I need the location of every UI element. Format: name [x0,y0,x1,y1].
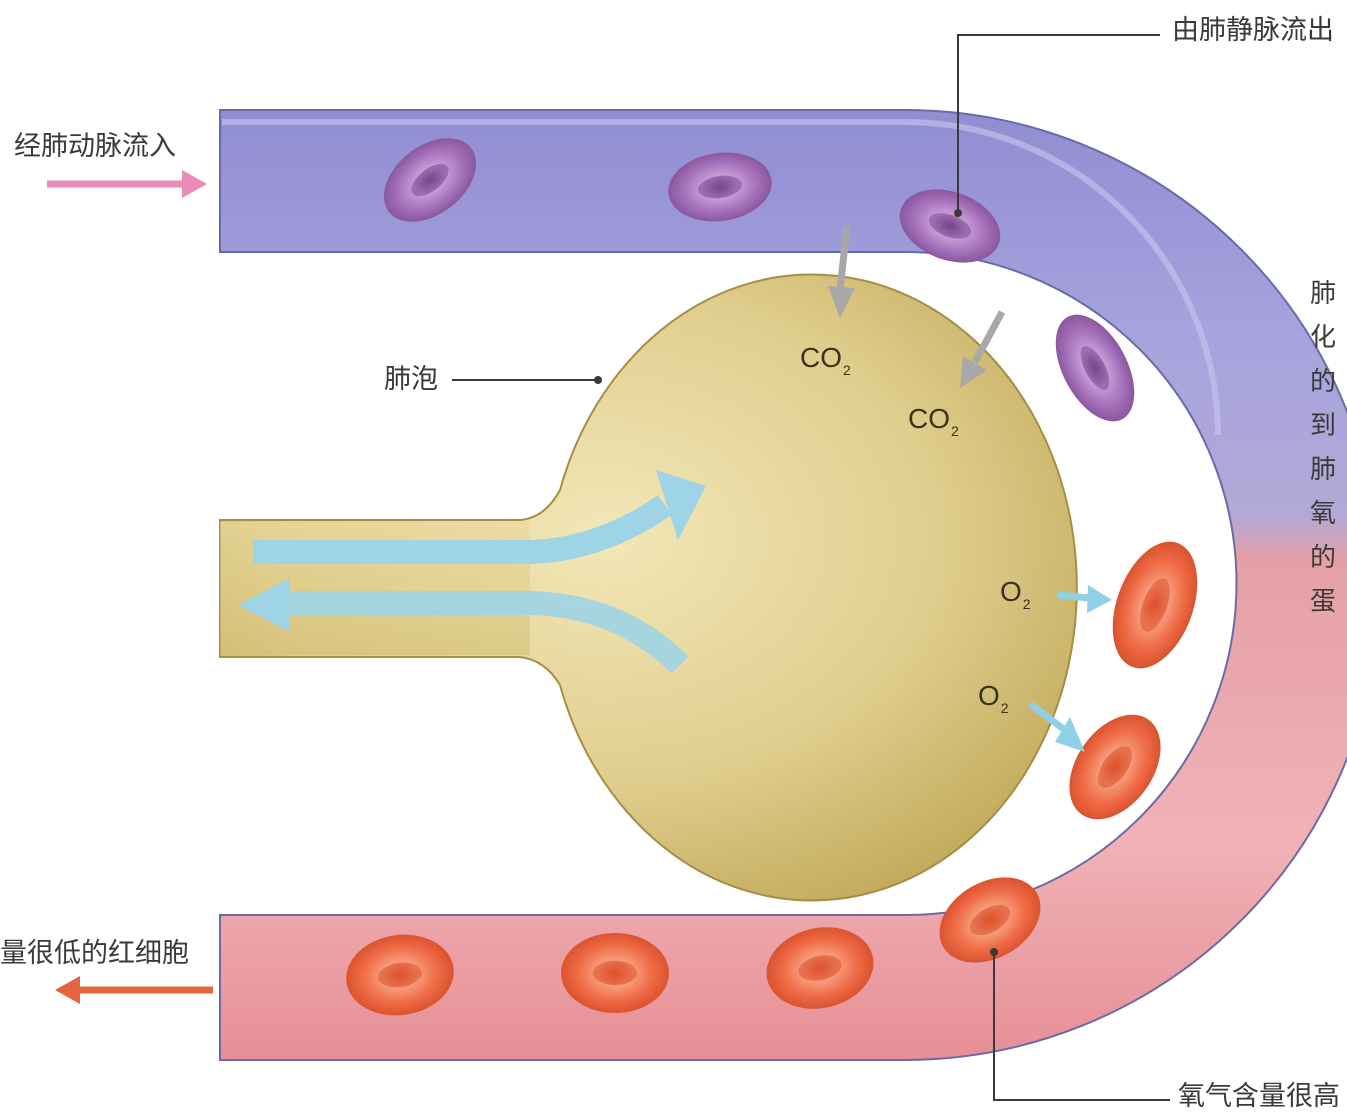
o2-label: O2 [978,682,1009,715]
low-oxygen-cells-label: 量很低的红细胞 [0,940,189,967]
side-text-char: 氧 [1310,492,1347,536]
co2-label: CO2 [800,344,851,377]
side-text-char: 化 [1310,316,1347,360]
side-text-char: 到 [1310,404,1347,448]
side-text-char: 的 [1310,536,1347,580]
outflow-arrow [55,976,213,1004]
high-oxygen-cells-label: 氧气含量很高 [1178,1083,1340,1110]
o2-label: O2 [1000,578,1031,611]
side-text-char: 的 [1310,360,1347,404]
inflow-label: 经肺动脉流入 [14,133,176,160]
side-description: 肺 化 的 到 肺 氧 的 蛋 [1310,272,1347,624]
alveolus-label: 肺泡 [384,366,438,393]
side-text-char: 肺 [1310,272,1347,316]
co2-label: CO2 [908,405,959,438]
side-text-char: 肺 [1310,448,1347,492]
side-text-char: 蛋 [1310,580,1347,624]
inflow-arrow [47,170,207,198]
outflow-vein-label: 由肺静脉流出 [1172,17,1334,44]
